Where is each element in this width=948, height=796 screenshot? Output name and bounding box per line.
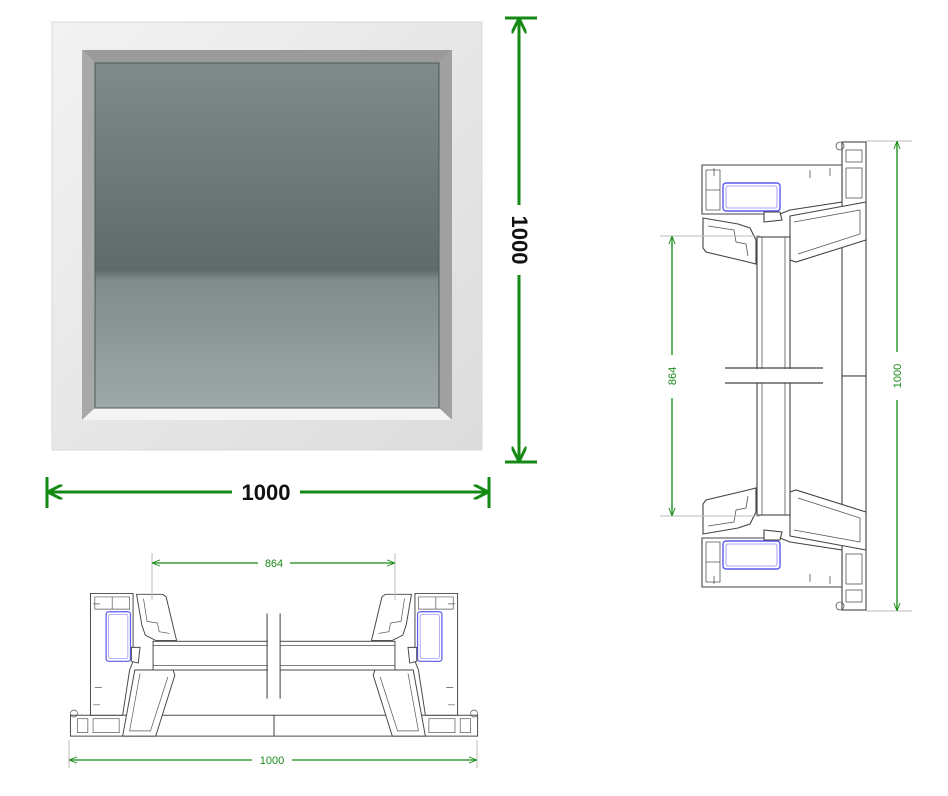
window-elevation: 1000 1000 xyxy=(45,16,537,508)
horizontal-section: 864 1000 xyxy=(68,553,478,768)
sash-bevel-right xyxy=(439,50,452,420)
glass-pane xyxy=(94,62,440,409)
vertical-section: 1000 864 xyxy=(660,140,912,612)
height-label: 1000 xyxy=(507,216,532,265)
horizontal-profile-drawing xyxy=(70,593,477,736)
sash-bevel-bottom xyxy=(82,408,452,420)
vertical-overall-dimension: 1000 xyxy=(866,140,912,612)
width-label: 1000 xyxy=(242,480,291,505)
vertical-profile-drawing xyxy=(702,142,866,610)
horizontal-overall-label: 1000 xyxy=(260,755,284,767)
width-dimension: 1000 xyxy=(45,477,491,508)
height-dimension: 1000 xyxy=(505,16,537,464)
vertical-glass-dimension: 864 xyxy=(660,235,760,517)
vertical-glass-label: 864 xyxy=(667,367,679,385)
sash-bevel-top xyxy=(82,50,452,63)
horizontal-overall-dimension: 1000 xyxy=(68,740,478,768)
vertical-overall-label: 1000 xyxy=(892,364,904,388)
horizontal-glass-dimension: 864 xyxy=(151,553,396,600)
sash-bevel-left xyxy=(82,50,95,420)
horizontal-glass-label: 864 xyxy=(265,558,283,570)
